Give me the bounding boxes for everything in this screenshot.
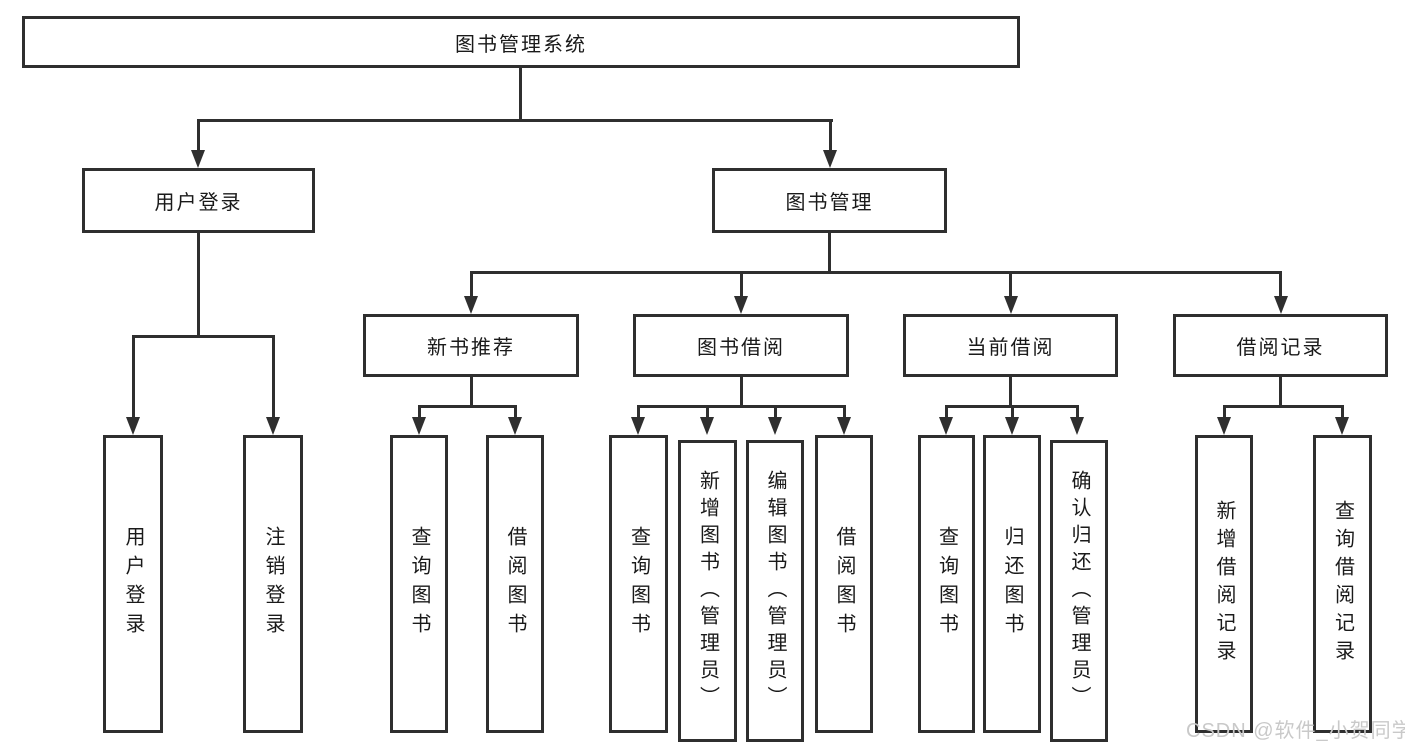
leaf-bb-add-books-admin: 新增图书（管理员） <box>678 440 737 742</box>
arrow-down-icon <box>939 417 953 435</box>
arrow-down-icon <box>1004 296 1018 314</box>
node-label: 用户登录 <box>154 192 243 214</box>
node-new-book-recommend: 新书推荐 <box>363 314 579 377</box>
connector-line <box>418 405 517 408</box>
leaf-label: 新增借阅记录 <box>1213 500 1235 668</box>
node-book-management: 图书管理 <box>712 168 947 233</box>
node-root: 图书管理系统 <box>22 16 1020 68</box>
connector-line <box>1279 375 1282 408</box>
node-user-login-group: 用户登录 <box>82 168 315 233</box>
leaf-label: 归还图书 <box>1001 526 1023 642</box>
arrow-down-icon <box>126 417 140 435</box>
leaf-label: 查询图书 <box>408 526 430 642</box>
connector-line <box>829 119 832 153</box>
node-label: 图书借阅 <box>697 337 785 359</box>
connector-line <box>1009 375 1012 408</box>
arrow-down-icon <box>1070 417 1084 435</box>
arrow-down-icon <box>412 417 426 435</box>
arrow-down-icon <box>1217 417 1231 435</box>
node-root-label: 图书管理系统 <box>455 33 587 56</box>
connector-line <box>945 405 948 419</box>
leaf-cb-query-books: 查询图书 <box>918 435 975 733</box>
leaf-label: 新增图书（管理员） <box>696 469 719 713</box>
node-book-borrowing: 图书借阅 <box>633 314 849 377</box>
leaf-label: 借阅图书 <box>833 526 855 642</box>
leaf-label: 查询借阅记录 <box>1331 500 1354 668</box>
arrow-down-icon <box>1005 417 1019 435</box>
connector-line <box>740 271 743 298</box>
leaf-cb-return-books: 归还图书 <box>983 435 1041 733</box>
connector-line <box>197 119 200 153</box>
connector-line <box>1076 405 1079 419</box>
leaf-br-add-record: 新增借阅记录 <box>1195 435 1253 733</box>
connector-line <box>197 231 200 337</box>
arrow-down-icon <box>700 417 714 435</box>
leaf-bb-query-books: 查询图书 <box>609 435 668 733</box>
leaf-label: 用户登录 <box>122 526 144 642</box>
csdn-watermark: CSDN @软件_小贺同学 <box>1186 720 1405 742</box>
node-borrow-records: 借阅记录 <box>1173 314 1388 377</box>
connector-line <box>1279 271 1282 298</box>
arrow-down-icon <box>734 296 748 314</box>
connector-line <box>470 271 473 298</box>
node-label: 借阅记录 <box>1236 337 1325 359</box>
leaf-label: 借阅图书 <box>504 526 526 642</box>
leaf-logout: 注销登录 <box>243 435 303 733</box>
connector-line <box>843 405 846 419</box>
leaf-rec-borrow-books: 借阅图书 <box>486 435 544 733</box>
leaf-rec-query-books: 查询图书 <box>390 435 448 733</box>
connector-line <box>1009 271 1012 298</box>
leaf-br-query-record: 查询借阅记录 <box>1313 435 1372 733</box>
connector-line <box>519 66 522 120</box>
connector-line <box>197 119 833 122</box>
connector-line <box>637 405 640 419</box>
connector-line <box>1223 405 1344 408</box>
node-label: 新书推荐 <box>427 337 515 359</box>
connector-line <box>132 335 275 338</box>
arrow-down-icon <box>464 296 478 314</box>
leaf-label: 查询图书 <box>935 526 958 642</box>
leaf-user-login: 用户登录 <box>103 435 163 733</box>
leaf-bb-edit-books-admin: 编辑图书（管理员） <box>746 440 804 742</box>
leaf-label: 编辑图书（管理员） <box>764 469 786 713</box>
connector-line <box>706 405 709 419</box>
connector-line <box>774 405 777 419</box>
leaf-label: 注销登录 <box>262 526 284 642</box>
node-label: 当前借阅 <box>966 337 1055 359</box>
connector-line <box>1011 405 1014 419</box>
arrow-down-icon <box>1274 296 1288 314</box>
node-label: 图书管理 <box>785 192 874 214</box>
arrow-down-icon <box>837 417 851 435</box>
arrow-down-icon <box>266 417 280 435</box>
arrow-down-icon <box>823 150 837 168</box>
arrow-down-icon <box>768 417 782 435</box>
arrow-down-icon <box>508 417 522 435</box>
connector-line <box>132 335 135 419</box>
leaf-cb-confirm-return-admin: 确认归还（管理员） <box>1050 440 1108 742</box>
leaf-label: 查询图书 <box>627 526 650 642</box>
connector-line <box>418 405 421 419</box>
node-current-borrowing: 当前借阅 <box>903 314 1118 377</box>
connector-line <box>740 375 743 408</box>
connector-line <box>272 335 275 419</box>
connector-line <box>514 405 517 419</box>
connector-line <box>470 271 1282 274</box>
arrow-down-icon <box>631 417 645 435</box>
connector-line <box>1341 405 1344 419</box>
leaf-label: 确认归还（管理员） <box>1068 469 1090 713</box>
connector-line <box>637 405 845 408</box>
arrow-down-icon <box>1335 417 1349 435</box>
arrow-down-icon <box>191 150 205 168</box>
connector-line <box>1223 405 1226 419</box>
connector-line <box>828 231 831 274</box>
connector-line <box>470 375 473 408</box>
leaf-bb-borrow-books: 借阅图书 <box>815 435 873 733</box>
